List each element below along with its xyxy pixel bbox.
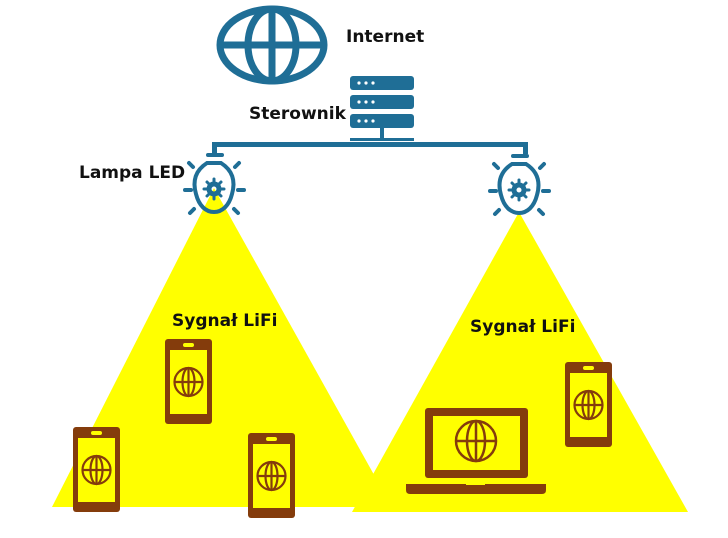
smartphone-icon: [246, 431, 297, 520]
server-icon: [350, 76, 414, 141]
smartphone-icon: [163, 337, 214, 426]
network-bus: [212, 142, 528, 154]
lamp-label: Lampa LED: [79, 163, 186, 183]
controller-label: Sterownik: [249, 104, 346, 124]
smartphone-icon: [71, 425, 122, 514]
signal-label-right: Sygnał LiFi: [470, 317, 576, 337]
signal-label-left: Sygnał LiFi: [172, 311, 278, 331]
internet-label: Internet: [346, 27, 425, 47]
smartphone-icon: [563, 360, 614, 449]
led-lamp-icon-left: [183, 153, 246, 215]
light-cone-left: [52, 188, 392, 507]
globe-icon: [216, 5, 328, 85]
led-lamp-icon-right: [488, 154, 551, 216]
laptop-icon: [406, 408, 546, 494]
